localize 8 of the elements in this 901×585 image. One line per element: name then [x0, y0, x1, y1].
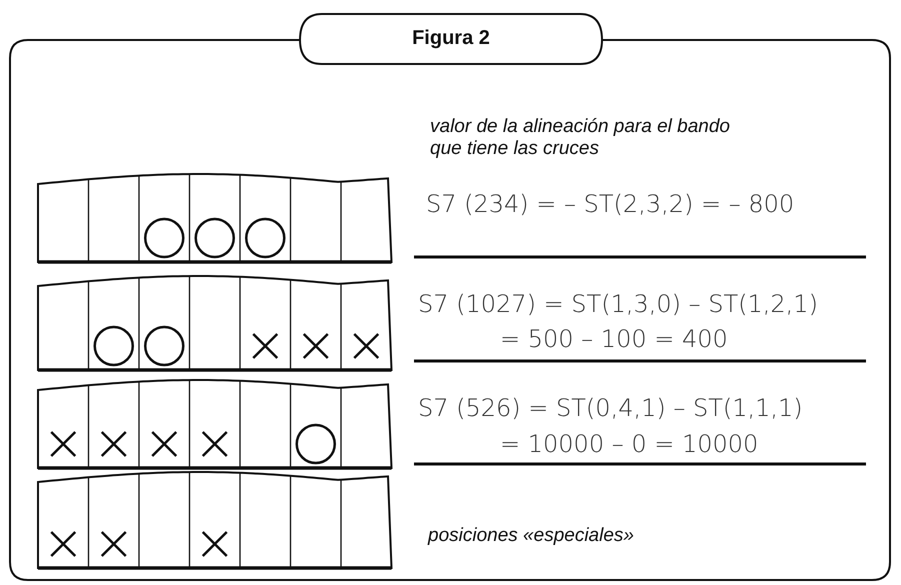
formula-text: S7 (234) = – ST(2,3,2) = – 800: [426, 190, 794, 218]
formula-text: S7 (526) = ST(0,4,1) – ST(1,1,1): [418, 394, 803, 422]
figure-title: Figura 2: [411, 27, 491, 50]
formula-text: S7 (1027) = ST(1,3,0) – ST(1,2,1): [418, 290, 818, 318]
formula-text: = 500 – 100 = 400: [500, 325, 728, 353]
formula-text: = 10000 – 0 = 10000: [500, 430, 758, 458]
caption-text: posiciones «especiales»: [428, 525, 634, 547]
caption-text: valor de la alineación para el bando que tiene las cruces: [430, 116, 730, 160]
